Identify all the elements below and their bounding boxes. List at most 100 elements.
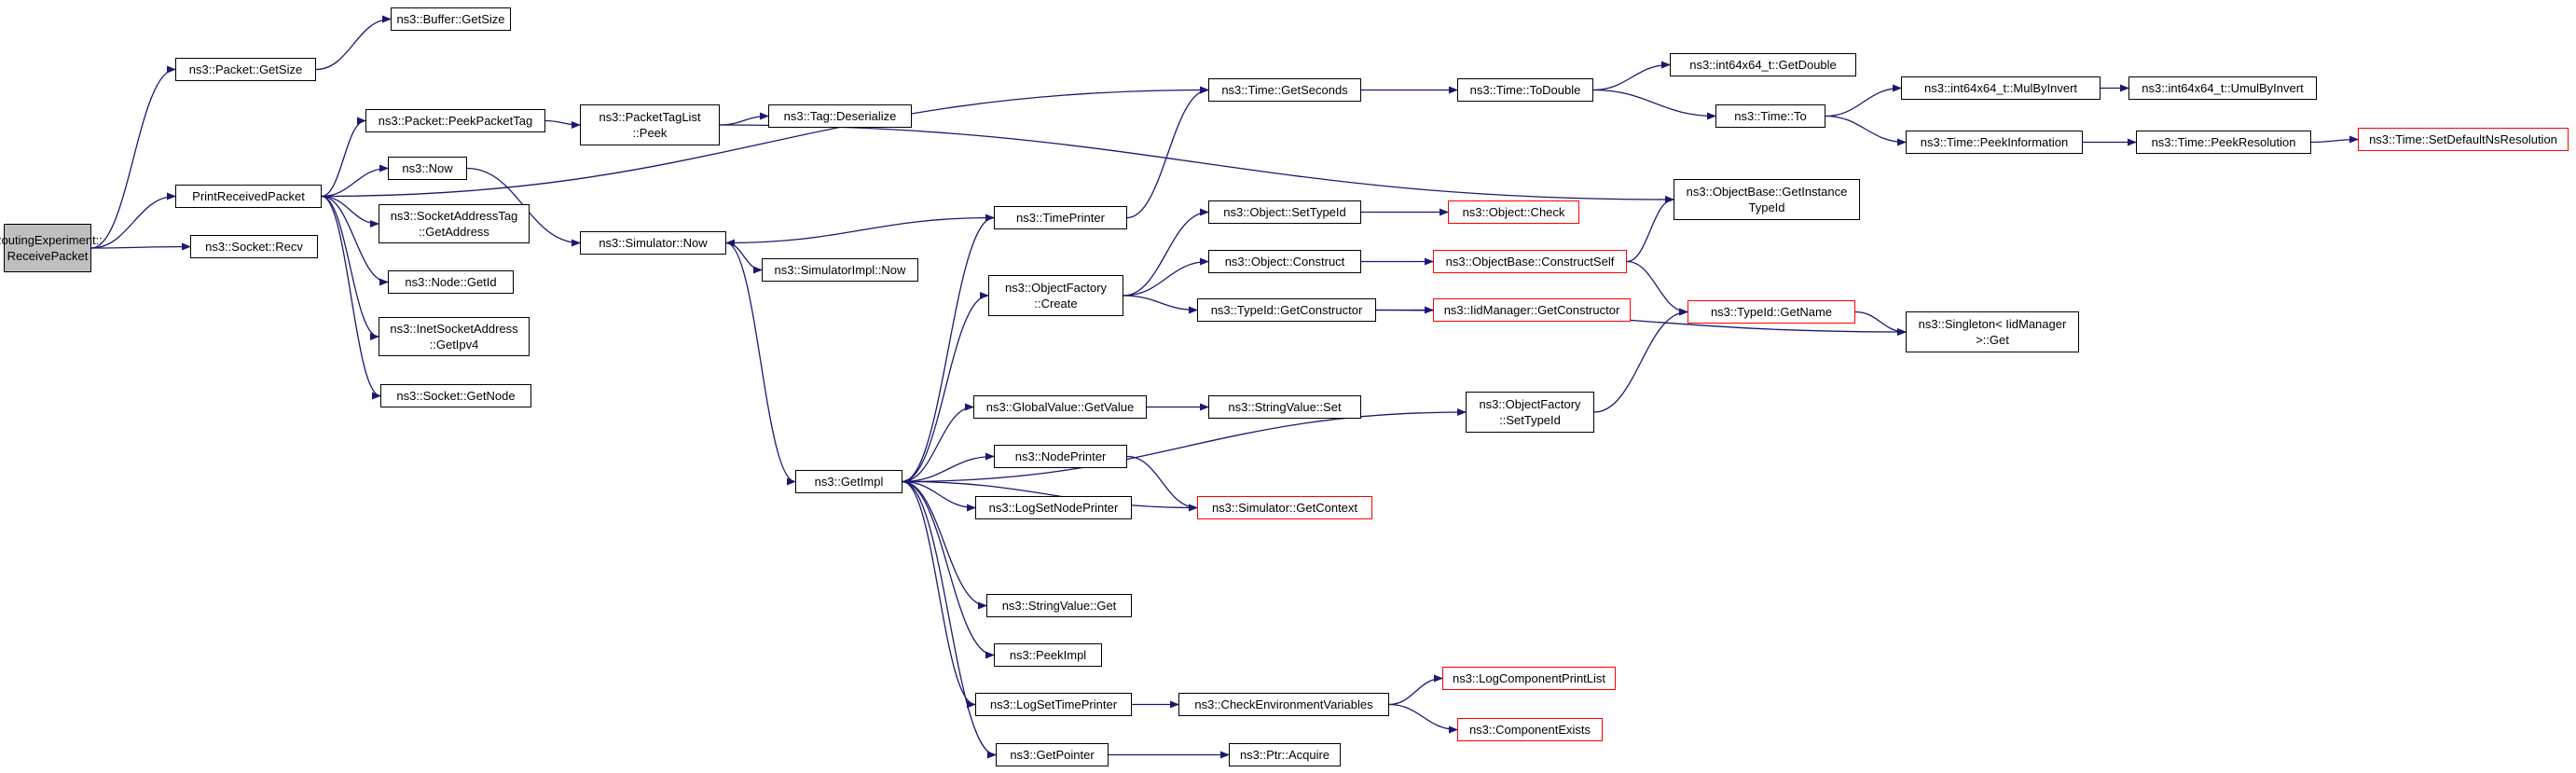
graph-node[interactable]: ns3::ObjectFactory::Create bbox=[988, 275, 1123, 316]
graph-node[interactable]: ns3::GetImpl bbox=[795, 470, 902, 493]
call-edge bbox=[902, 292, 989, 483]
node-label: ns3::SimulatorImpl::Now bbox=[774, 263, 906, 277]
node-label: PrintReceivedPacket bbox=[192, 189, 305, 203]
call-edge bbox=[2310, 135, 2359, 144]
graph-node[interactable]: ns3::PeekImpl bbox=[994, 643, 1102, 667]
node-label: ns3::GlobalValue::GetValue bbox=[985, 400, 1135, 414]
graph-node[interactable]: PrintReceivedPacket bbox=[175, 185, 322, 208]
call-edge bbox=[725, 216, 995, 247]
node-label: ns3::IidManager::GetConstructor bbox=[1443, 303, 1620, 317]
node-label: ns3::ObjectBase::ConstructSelf bbox=[1445, 255, 1615, 269]
graph-node[interactable]: ns3::Now bbox=[388, 157, 467, 180]
node-label: ns3::Socket::GetNode bbox=[396, 389, 516, 403]
graph-node[interactable]: ns3::int64x64_t::UmulByInvert bbox=[2128, 76, 2317, 100]
node-label: ns3::TypeId::GetName bbox=[1710, 305, 1833, 319]
call-edge bbox=[1123, 257, 1209, 297]
node-label: ns3::Time::PeekResolution bbox=[2151, 135, 2296, 149]
graph-node[interactable]: ns3::IidManager::GetConstructor bbox=[1433, 298, 1631, 322]
call-edge bbox=[1123, 208, 1209, 297]
graph-node[interactable]: ns3::Socket::GetNode bbox=[380, 384, 531, 407]
graph-node[interactable]: ns3::GlobalValue::GetValue bbox=[973, 395, 1147, 419]
graph-node[interactable]: ns3::StringValue::Get bbox=[986, 594, 1132, 617]
graph-node[interactable]: ns3::TimePrinter bbox=[994, 206, 1127, 229]
graph-node[interactable]: ns3::ObjectFactory::SetTypeId bbox=[1466, 392, 1594, 433]
call-edge bbox=[902, 452, 995, 483]
graph-node[interactable]: ns3::Object::Check bbox=[1448, 200, 1579, 224]
call-edge bbox=[1126, 86, 1209, 219]
graph-node[interactable]: ns3::Node::GetId bbox=[388, 270, 514, 294]
node-label: ns3::Simulator::Now bbox=[599, 236, 708, 250]
graph-node[interactable]: ns3::Tag::Deserialize bbox=[768, 104, 912, 128]
call-edge bbox=[725, 242, 763, 274]
node-label: ns3::Time::GetSeconds bbox=[1221, 83, 1348, 97]
node-label: ns3::PacketTagList bbox=[599, 110, 701, 124]
graph-node[interactable]: ns3::TypeId::GetName bbox=[1687, 300, 1855, 324]
call-edge bbox=[321, 195, 389, 286]
call-edge bbox=[902, 480, 995, 659]
node-label: ns3::SocketAddressTag bbox=[390, 209, 518, 223]
graph-node[interactable]: ns3::Time::GetSeconds bbox=[1208, 78, 1361, 102]
graph-node[interactable]: ns3::Simulator::GetContext bbox=[1197, 496, 1372, 519]
graph-node[interactable]: ns3::LogSetNodePrinter bbox=[975, 496, 1132, 519]
graph-node[interactable]: ns3::Socket::Recv bbox=[190, 235, 318, 258]
node-label: ::GetAddress bbox=[419, 225, 489, 239]
graph-node[interactable]: ns3::SocketAddressTag::GetAddress bbox=[379, 204, 530, 243]
node-label: RoutingExperiment:: bbox=[0, 233, 103, 247]
node-label: ns3::LogComponentPrintList bbox=[1452, 671, 1606, 685]
node-label: ns3::int64x64_t::GetDouble bbox=[1689, 58, 1837, 72]
call-edge bbox=[1854, 311, 1907, 336]
call-edge bbox=[321, 195, 379, 228]
graph-node[interactable]: ns3::Singleton< IidManager>::Get bbox=[1906, 311, 2079, 352]
call-edge bbox=[321, 164, 389, 198]
node-label: ns3::Singleton< IidManager bbox=[1918, 317, 2067, 331]
graph-node[interactable]: ns3::Object::SetTypeId bbox=[1208, 200, 1361, 224]
graph-node[interactable]: ns3::Time::To bbox=[1715, 104, 1825, 128]
graph-node[interactable]: ns3::int64x64_t::GetDouble bbox=[1670, 53, 1856, 76]
call-edge bbox=[1626, 260, 1688, 316]
graph-node[interactable]: ns3::ObjectBase::ConstructSelf bbox=[1433, 250, 1627, 273]
graph-node[interactable]: ns3::int64x64_t::MulByInvert bbox=[1901, 76, 2101, 100]
graph-node[interactable]: ns3::SimulatorImpl::Now bbox=[762, 258, 918, 282]
call-edge bbox=[315, 15, 392, 71]
graph-node[interactable]: ns3::CheckEnvironmentVariables bbox=[1178, 693, 1389, 716]
node-label: ::Create bbox=[1034, 297, 1078, 311]
call-edge bbox=[725, 242, 796, 486]
graph-node[interactable]: ns3::Object::Construct bbox=[1208, 250, 1361, 273]
node-label: TypeId bbox=[1748, 200, 1785, 214]
graph-node[interactable]: ns3::LogComponentPrintList bbox=[1442, 667, 1616, 690]
call-edge bbox=[321, 86, 1209, 198]
graph-node[interactable]: ns3::Time::ToDouble bbox=[1457, 78, 1593, 102]
node-label: ns3::Ptr::Acquire bbox=[1239, 748, 1330, 762]
node-label: ns3::Packet::PeekPacketTag bbox=[378, 114, 533, 128]
call-edge bbox=[902, 477, 1198, 509]
edge-layer bbox=[90, 15, 2359, 759]
call-edge bbox=[90, 192, 176, 249]
call-edge bbox=[719, 112, 769, 126]
node-label: ns3::Simulator::GetContext bbox=[1211, 501, 1358, 515]
graph-node[interactable]: ns3::Simulator::Now bbox=[580, 231, 726, 255]
graph-node[interactable]: ns3::Time::PeekResolution bbox=[2136, 131, 2311, 154]
node-label: ns3::Time::ToDouble bbox=[1469, 83, 1581, 97]
graph-node[interactable]: ns3::Time::SetDefaultNsResolution bbox=[2358, 128, 2569, 151]
graph-node[interactable]: ns3::Buffer::GetSize bbox=[391, 7, 511, 31]
node-label: ns3::TypeId::GetConstructor bbox=[1210, 303, 1363, 317]
call-edge bbox=[1626, 196, 1674, 263]
graph-node[interactable]: ns3::Packet::GetSize bbox=[175, 58, 316, 81]
graph-node[interactable]: ns3::InetSocketAddress::GetIpv4 bbox=[379, 317, 530, 356]
graph-node[interactable]: ns3::LogSetTimePrinter bbox=[975, 693, 1132, 716]
graph-node[interactable]: ns3::PacketTagList::Peek bbox=[580, 104, 720, 145]
call-edge bbox=[321, 195, 381, 400]
node-label: ns3::Socket::Recv bbox=[205, 240, 303, 254]
graph-node[interactable]: ns3::Time::PeekInformation bbox=[1906, 131, 2083, 154]
node-label: ns3::GetPointer bbox=[1010, 748, 1095, 762]
graph-node[interactable]: ns3::Packet::PeekPacketTag bbox=[365, 109, 545, 132]
node-label: ns3::Packet::GetSize bbox=[188, 62, 303, 76]
graph-node[interactable]: ns3::Ptr::Acquire bbox=[1229, 743, 1341, 766]
graph-node[interactable]: ns3::NodePrinter bbox=[994, 445, 1127, 468]
node-label: ns3::ObjectFactory bbox=[1479, 397, 1581, 411]
graph-node[interactable]: ns3::GetPointer bbox=[996, 743, 1109, 766]
graph-node[interactable]: ns3::StringValue::Set bbox=[1208, 395, 1361, 419]
graph-node[interactable]: ns3::ComponentExists bbox=[1457, 718, 1603, 741]
graph-node[interactable]: ns3::TypeId::GetConstructor bbox=[1197, 298, 1376, 322]
